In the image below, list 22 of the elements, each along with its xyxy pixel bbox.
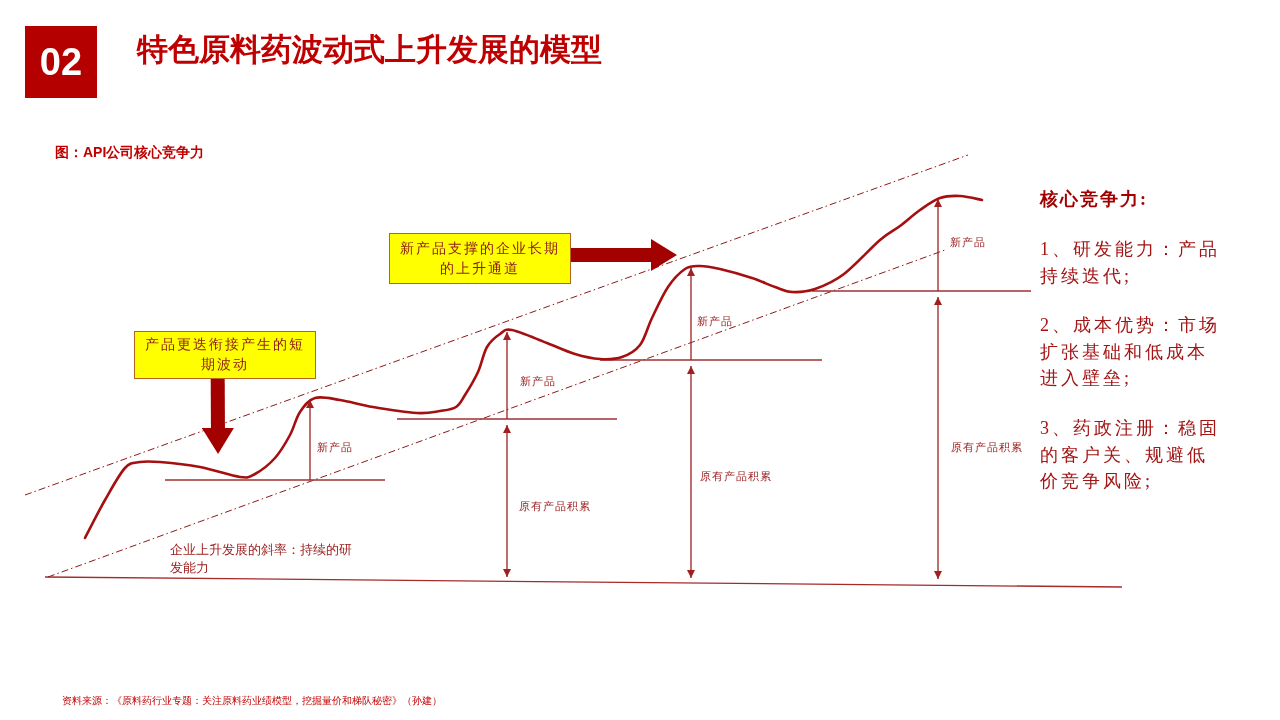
callout-text: 新产品支撑的企业长期的上升通道: [399, 239, 561, 278]
callout-text: 产品更迭衔接产生的短期波动: [144, 336, 306, 374]
pointer-arrow: [571, 239, 677, 271]
panel-heading: 核心竞争力:: [1040, 188, 1148, 211]
dimension-label: 原有产品积累: [519, 500, 591, 512]
list-item: 3、药政注册：稳固的客户关、规避低价竞争风险;: [1040, 417, 1221, 493]
dimension-label: 新产品: [950, 236, 986, 248]
figure-title: 图：API公司核心竞争力: [55, 143, 205, 161]
slope-note: 企业上升发展的斜率：持续的研发能力: [170, 541, 353, 577]
dimension-label: 新产品: [697, 315, 733, 327]
list-item: 2、成本优势：市场扩张基础和低成本进入壁垒;: [1040, 314, 1221, 390]
source-note: 资料来源：《原料药行业专题：关注原料药业绩模型，挖掘量价和梯队秘密》（孙建）: [62, 694, 442, 707]
page-title: 特色原料药波动式上升发展的模型: [137, 31, 602, 69]
dimension-label: 新产品: [520, 375, 556, 387]
section-number: 02: [25, 26, 97, 98]
list-item: 1、研发能力：产品持续迭代;: [1040, 238, 1221, 288]
callout-box: [389, 233, 571, 284]
dimension-label: 原有产品积累: [951, 441, 1023, 453]
pointer-arrow: [201, 378, 234, 454]
callout-box: [134, 331, 316, 379]
dimension-label: 新产品: [317, 441, 353, 453]
dimension-label: 原有产品积累: [700, 470, 772, 482]
